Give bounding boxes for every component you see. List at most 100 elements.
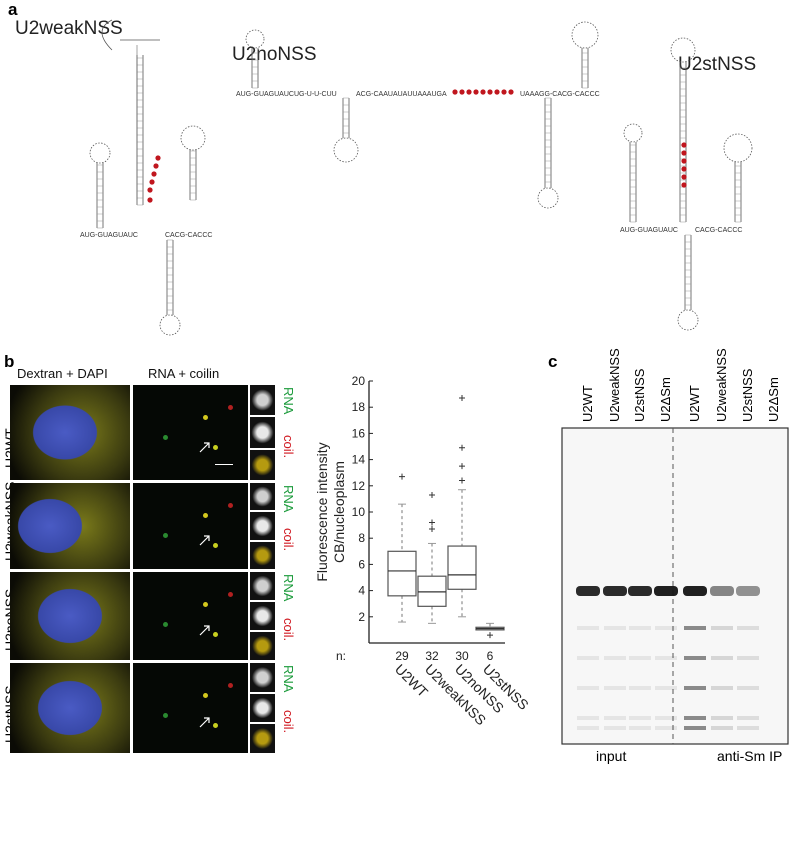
box-iqr [417, 575, 447, 607]
highlight-nucleotide [459, 89, 465, 95]
seq-end-st: CACG-CACCC [695, 227, 742, 234]
highlight-nucleotide [147, 197, 153, 203]
seq-start-st: AUG-GUAGUAUC [620, 227, 678, 234]
highlight-nucleotide [155, 155, 161, 161]
minor-band [711, 716, 733, 720]
n-value: 32 [425, 649, 439, 663]
minor-band [737, 686, 759, 690]
minor-band [684, 626, 706, 630]
y-tick-label: 10 [352, 505, 366, 519]
stem-loop-4-st [677, 234, 699, 331]
highlight-nucleotide [487, 89, 493, 95]
main-band [628, 586, 652, 596]
inset-image-coilin [250, 602, 275, 630]
highlight-nucleotide [681, 150, 687, 156]
rna-coilin-image-2 [133, 572, 248, 660]
fluorescent-spot [228, 592, 233, 597]
highlight-nucleotide [681, 166, 687, 172]
minor-band [763, 626, 785, 630]
main-band [710, 586, 734, 596]
seq-start-weak: AUG-GUAGUAUC [80, 232, 138, 239]
n-label: n: [336, 649, 346, 663]
lane-label: U2weakNSS [607, 348, 622, 422]
minor-band [604, 716, 626, 720]
minor-band [737, 656, 759, 660]
fluorescent-spot [213, 723, 218, 728]
minor-band [577, 726, 599, 730]
minor-band [684, 656, 706, 660]
minor-band [711, 626, 733, 630]
group-label-ip: anti-Sm IP [717, 748, 783, 764]
dextran-dapi-image-3 [10, 663, 130, 753]
outlier-marker [399, 473, 405, 480]
structure-title-weak: U2weakNSS [15, 18, 123, 39]
inset-image-merge [250, 449, 275, 480]
minor-band [655, 716, 677, 720]
panel-a-label: a [8, 0, 18, 19]
minor-band [655, 726, 677, 730]
stem-loop-2-st [670, 37, 696, 223]
stem-loop-1 [89, 142, 111, 229]
minor-band [655, 626, 677, 630]
fluorescent-spot [213, 445, 218, 450]
highlight-nucleotide [501, 89, 507, 95]
fluorescent-spot [228, 503, 233, 508]
n-value: 30 [455, 649, 469, 663]
box-u2wt [387, 473, 417, 623]
highlight-nucleotide [494, 89, 500, 95]
arrow-icon [199, 625, 210, 636]
highlight-nucleotide [452, 89, 458, 95]
y-tick-label: 18 [352, 400, 366, 414]
fluorescent-spot [203, 693, 208, 698]
highlight-nucleotide [149, 179, 155, 185]
dextran-dapi-image-2 [10, 572, 130, 660]
box-u2stnss [475, 622, 505, 639]
gel-image [561, 427, 789, 745]
y-tick-label: 4 [358, 584, 365, 598]
highlight-nucleotide [151, 171, 157, 177]
arrow-icon [199, 717, 210, 728]
box-u2weaknss [417, 491, 447, 624]
box-iqr [447, 545, 477, 590]
lane-label: U2stNSS [632, 368, 647, 422]
y-tick-label: 6 [358, 557, 365, 571]
y-tick-label: 14 [352, 453, 366, 467]
rna-coilin-image-3 [133, 663, 248, 753]
inset-label-coil: coil. [281, 710, 296, 734]
minor-band [711, 686, 733, 690]
inset-image-coilin [250, 693, 275, 723]
highlight-nucleotide [473, 89, 479, 95]
highlight-nucleotide [147, 187, 153, 193]
lane-label: U2WT [580, 385, 595, 422]
box-u2nonss [447, 395, 477, 618]
highlight-nucleotide [466, 89, 472, 95]
minor-band [655, 686, 677, 690]
fluorescent-spot [203, 415, 208, 420]
inset-image-coilin [250, 417, 275, 448]
seq-end-weak: CACG-CACCC [165, 232, 212, 239]
highlight-nucleotide [681, 182, 687, 188]
panel-c-label: c [548, 352, 558, 371]
inset-image-rna [250, 483, 275, 511]
y-axis-label: CB/nucleoplasm [331, 461, 347, 563]
outlier-marker [429, 526, 435, 533]
fluorescent-spot [213, 632, 218, 637]
minor-band [604, 726, 626, 730]
outlier-marker [429, 491, 435, 498]
minor-band [655, 656, 677, 660]
inset-label-coil: coil. [281, 434, 296, 458]
minor-band [629, 716, 651, 720]
outlier-marker [459, 463, 465, 470]
minor-band [684, 726, 706, 730]
minor-band [684, 716, 706, 720]
lane-label: U2stNSS [740, 368, 755, 422]
inset-image-rna [250, 572, 275, 600]
minor-band [604, 656, 626, 660]
minor-band [629, 626, 651, 630]
inset-label-rna: RNA [281, 574, 296, 602]
highlight-nucleotide [153, 163, 159, 169]
stem-loop-1-st [623, 123, 643, 223]
minor-band [737, 716, 759, 720]
